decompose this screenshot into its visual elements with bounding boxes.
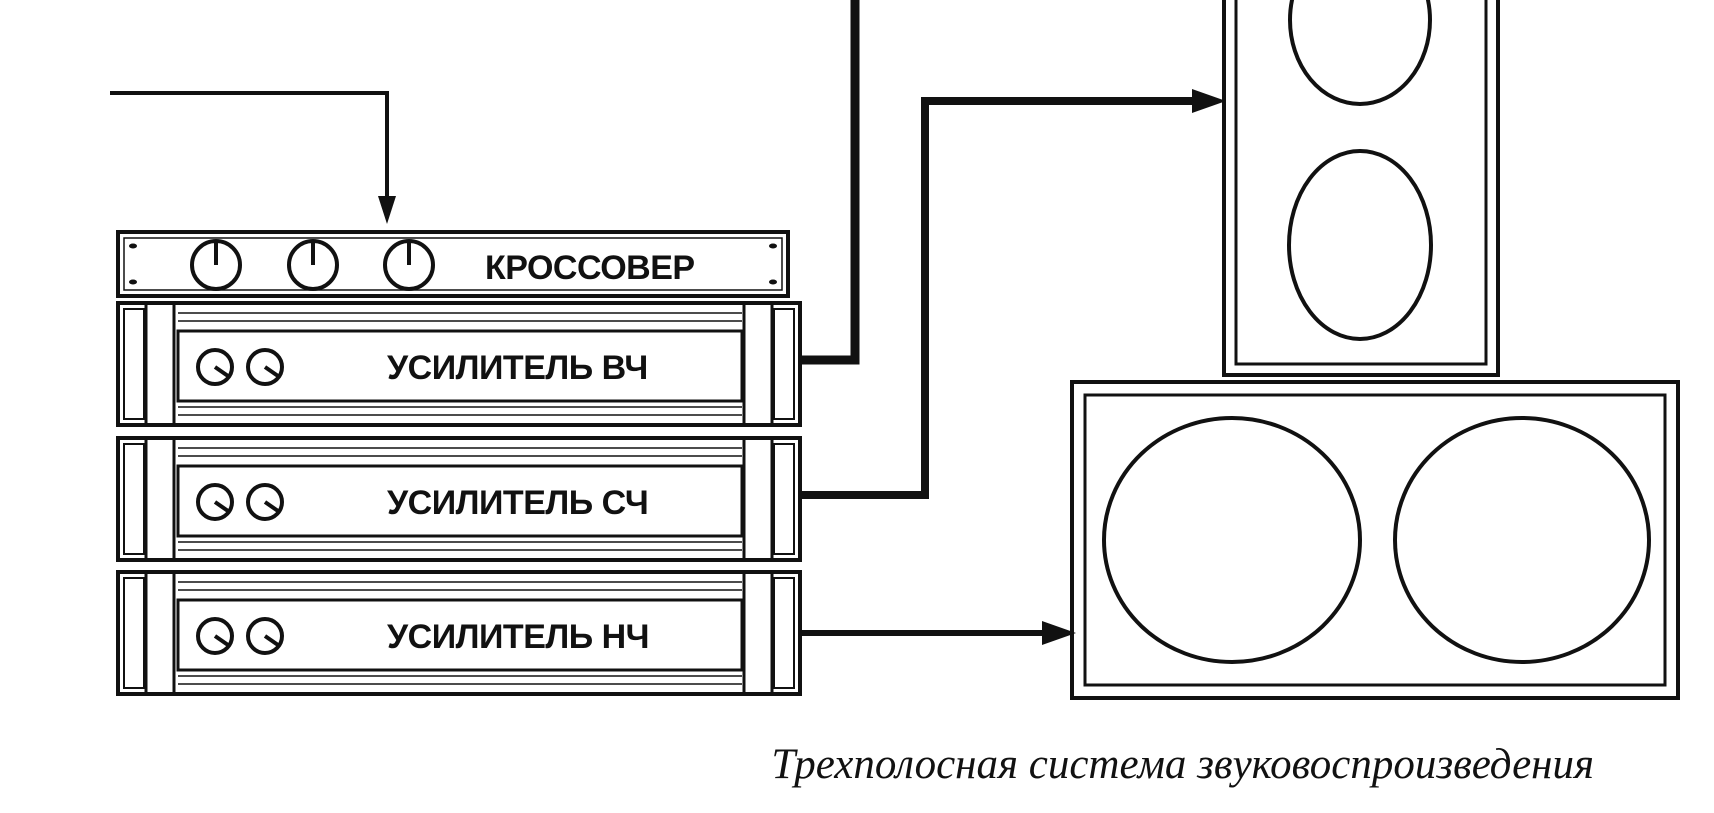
rack-handle [123, 577, 145, 689]
amp-chassis [116, 436, 802, 562]
mf-driver [1287, 149, 1433, 341]
crossover-knob [383, 239, 435, 291]
amp-knob [196, 483, 234, 521]
amp-label: УСИЛИТЕЛЬ НЧ [387, 618, 649, 656]
amp-knob [196, 617, 234, 655]
rack-screw [129, 279, 137, 285]
crossover-unit: КРОССОВЕР [116, 230, 790, 298]
crossover-knob [287, 239, 339, 291]
amp-chassis [116, 301, 802, 427]
amp-label: УСИЛИТЕЛЬ ВЧ [387, 349, 648, 387]
rack-handle [123, 443, 145, 555]
panel-strip [144, 436, 176, 562]
lf-driver-left [1102, 416, 1362, 664]
wiring [110, 0, 1226, 645]
bass-cabinet [1070, 380, 1680, 700]
rack-handle [773, 443, 795, 555]
lf-driver-right [1393, 416, 1651, 664]
amp-face [176, 464, 744, 538]
amp-knob [196, 348, 234, 386]
crossover-panel-inner [123, 237, 783, 291]
crossover-label: КРОССОВЕР [485, 249, 695, 287]
crossover-panel [116, 230, 790, 298]
diagram-caption: Трехполосная система звуковоспроизведени… [771, 741, 1594, 788]
rack-screw [769, 243, 777, 249]
amplifier-mf: УСИЛИТЕЛЬ СЧ [116, 436, 802, 562]
panel-strip [742, 436, 774, 562]
input-signal-line [110, 91, 389, 200]
speaker-tower [1070, 0, 1680, 700]
mf-arrow-head [1192, 89, 1226, 113]
rack-screw [129, 243, 137, 249]
crossover-knob [190, 239, 242, 291]
upper-cabinet [1222, 0, 1500, 377]
mf-output-line [800, 97, 1195, 499]
rack-screw [769, 279, 777, 285]
input-arrow-head [378, 196, 396, 224]
amplifier-rack: УСИЛИТЕЛЬ ВЧ УСИЛИТЕЛЬ СЧ УСИЛИТЕЛЬ НЧ [116, 301, 802, 696]
panel-strip [742, 301, 774, 427]
bass-cabinet-inner [1083, 393, 1667, 687]
hf-driver [1288, 0, 1432, 106]
panel-strip [144, 301, 176, 427]
panel-strip [742, 570, 774, 696]
amplifier-lf: УСИЛИТЕЛЬ НЧ [116, 570, 802, 696]
lf-arrow-head [1042, 621, 1076, 645]
amp-knob [246, 617, 284, 655]
panel-strip [144, 570, 176, 696]
rack-handle [123, 308, 145, 420]
amp-label: УСИЛИТЕЛЬ СЧ [387, 484, 648, 522]
amp-face [176, 329, 744, 403]
hf-output-line [800, 0, 860, 365]
rack-handle [773, 308, 795, 420]
upper-cabinet-inner [1234, 0, 1488, 366]
amp-chassis [116, 570, 802, 696]
amp-face [176, 598, 744, 672]
rack-handle [773, 577, 795, 689]
amplifier-hf: УСИЛИТЕЛЬ ВЧ [116, 301, 802, 427]
amp-knob [246, 348, 284, 386]
amp-knob [246, 483, 284, 521]
